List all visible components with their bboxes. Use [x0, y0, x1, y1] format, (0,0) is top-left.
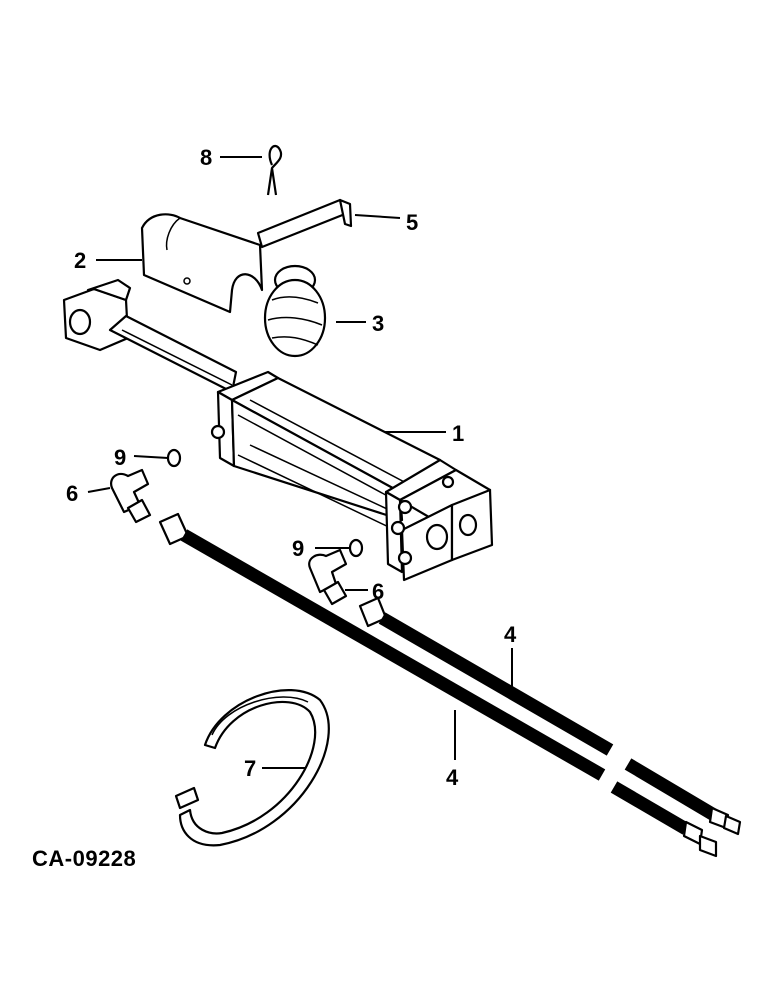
elbow-fittings — [110, 468, 348, 606]
callout-5: 5 — [406, 210, 418, 235]
hair-pin-clip — [266, 144, 283, 196]
callout-7: 7 — [244, 756, 256, 781]
l-pin — [256, 198, 353, 249]
callout-4b: 4 — [446, 765, 459, 790]
callout-1: 1 — [452, 421, 464, 446]
callout-6b: 6 — [372, 579, 384, 604]
callout-4a: 4 — [504, 622, 517, 647]
hoses — [158, 512, 742, 858]
leader-lines — [87, 156, 513, 769]
callout-labels: 8 2 3 5 1 9 6 9 6 4 4 7 — [66, 145, 517, 790]
cylinder-stop — [140, 213, 264, 314]
callout-2: 2 — [74, 248, 86, 273]
callout-6a: 6 — [66, 481, 78, 506]
drawing-code: CA-09228 — [32, 846, 136, 871]
callout-9a: 9 — [114, 445, 126, 470]
hose-clamp-band — [174, 689, 330, 847]
callout-8: 8 — [200, 145, 212, 170]
callout-9b: 9 — [292, 536, 304, 561]
clamp-collar — [263, 264, 327, 358]
callout-3: 3 — [372, 311, 384, 336]
hydraulic-cylinder — [62, 278, 494, 582]
